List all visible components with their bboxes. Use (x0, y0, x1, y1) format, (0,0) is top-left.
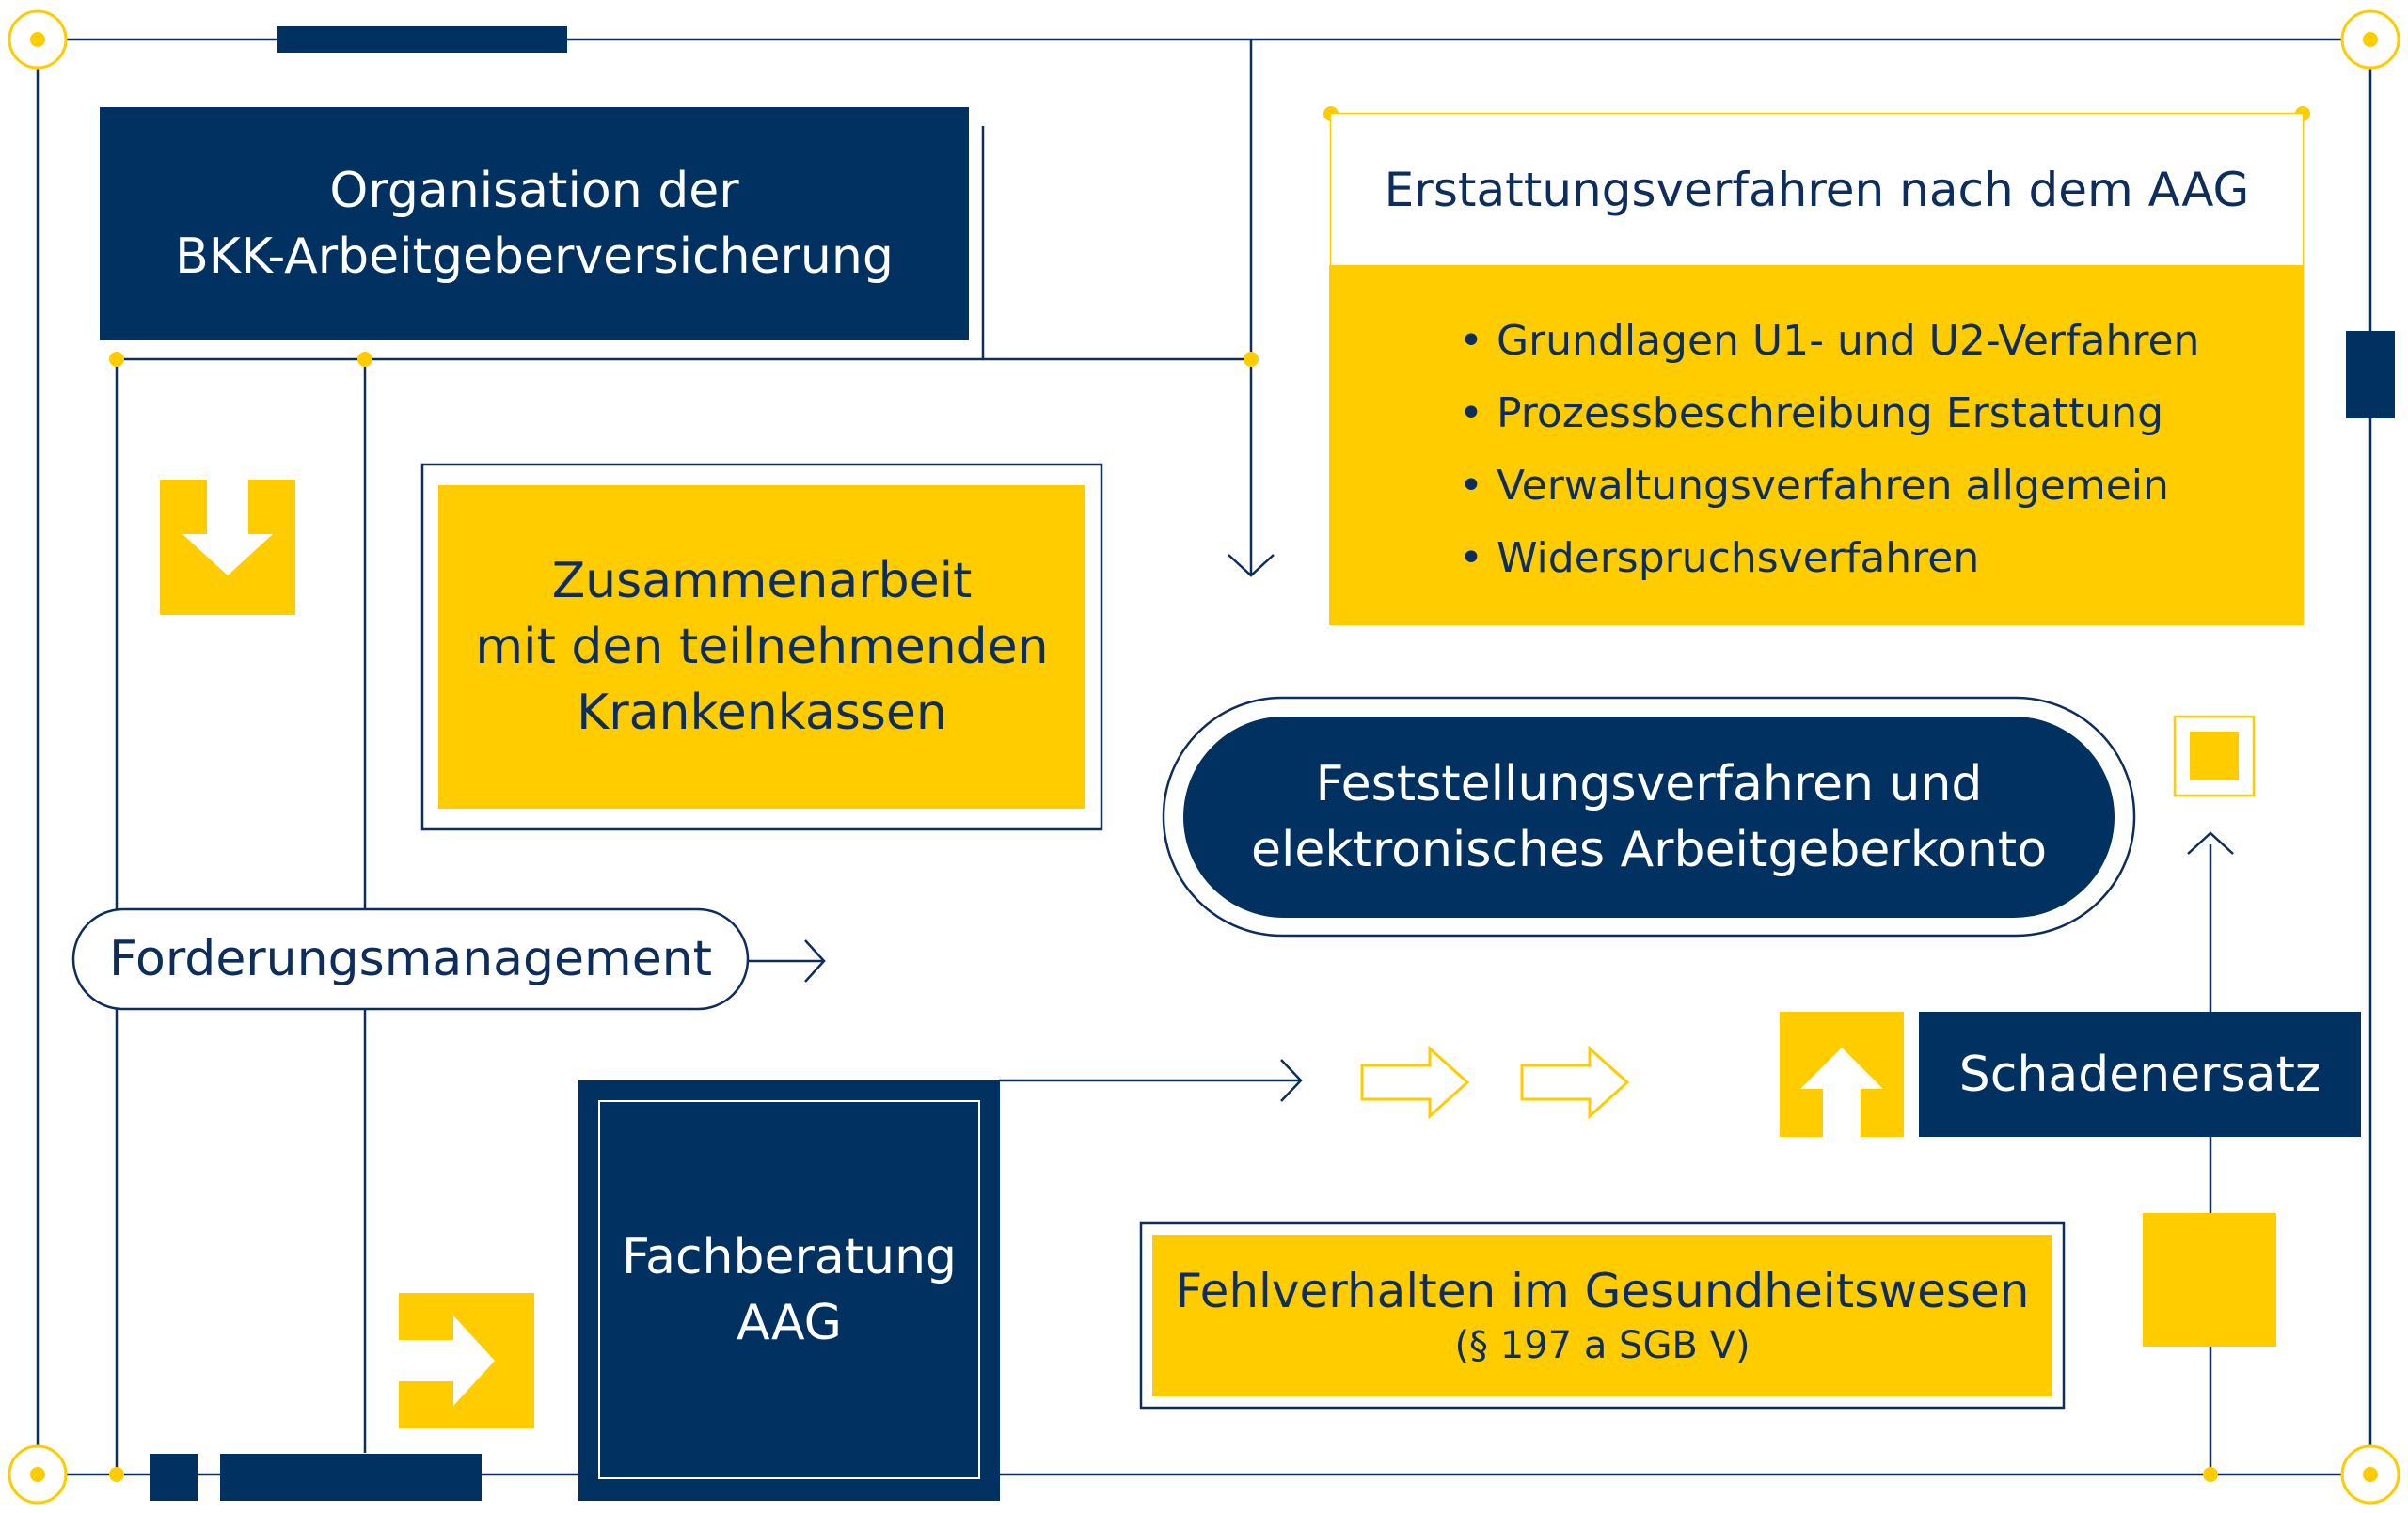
erstattung-title: Erstattungsverfahren nach dem AAG (1331, 114, 2303, 266)
outline-arrow-right-icon (1360, 1045, 1470, 1120)
organisation-box: Organisation der BKK-Arbeitgeberversiche… (100, 107, 969, 340)
list-item: • Verwaltungsverfahren allgemein (1459, 462, 2169, 510)
arrow-up-icon (1780, 1012, 1904, 1137)
yellow-square (2143, 1213, 2276, 1347)
schadenersatz-box: Schadenersatz (1919, 1012, 2361, 1137)
feststellung-box: Feststellungsverfahren und elektronische… (1183, 717, 2115, 918)
organisation-line2: BKK-Arbeitgeberversicherung (175, 229, 894, 285)
fachberatung-box (578, 1080, 1000, 1501)
arrow-down-icon (160, 480, 295, 615)
zusammenarbeit-box: Zusammenarbeit mit den teilnehmenden Kra… (438, 485, 1085, 809)
organisation-line1: Organisation der (329, 163, 739, 219)
fehlverhalten-box: Fehlverhalten im Gesundheitswesen (§ 197… (1152, 1235, 2052, 1396)
list-item: • Prozessbeschreibung Erstattung (1459, 389, 2164, 437)
forderung-box: Forderungsmanagement (108, 931, 713, 987)
list-item: • Widerspruchsverfahren (1459, 534, 1980, 582)
erstattung-list: • Grundlagen U1- und U2-Verfahren • Proz… (1329, 265, 2303, 625)
arrow-right-icon (399, 1293, 534, 1428)
list-item: • Grundlagen U1- und U2-Verfahren (1459, 317, 2200, 365)
fachberatung-inner: Fachberatung AAG (598, 1100, 980, 1479)
